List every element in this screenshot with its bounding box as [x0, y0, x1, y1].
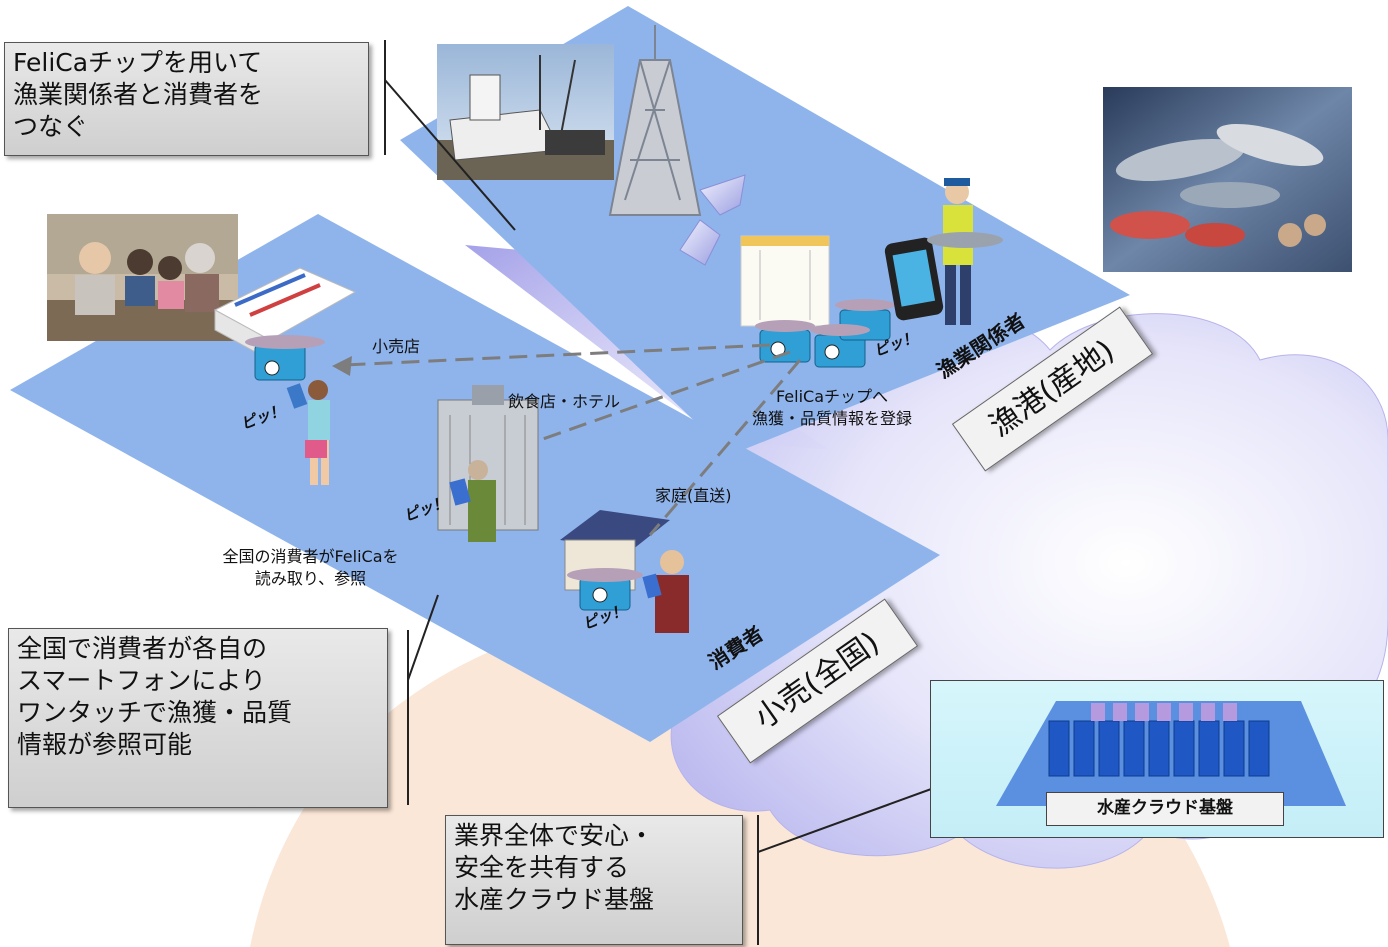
fish-crates-icon [755, 299, 895, 368]
home-consumer-icon [642, 550, 689, 633]
fisherman-icon [927, 178, 1003, 325]
fish-market-icon [740, 235, 830, 327]
callout-leaders [384, 40, 946, 945]
fresh-fish-photo [1103, 87, 1352, 272]
smartphone-icon [884, 237, 944, 321]
callout-platform: 業界全体で安心・ 安全を共有する 水産クラウド基盤 [445, 815, 743, 945]
register-label: FeliCaチップへ 漁獲・品質情報を登録 [751, 387, 912, 428]
server-rack-icon [996, 701, 1346, 806]
elderly-man-icon [449, 460, 496, 542]
consumer-read-label: 全国の消費者がFeliCaを 読み取り、参照 [222, 547, 399, 588]
sync-arrows-icon [679, 174, 746, 266]
house-icon [560, 510, 670, 611]
cloud-platform-label: 水産クラウド基盤 [1046, 792, 1284, 826]
fishing-port-photo [437, 44, 614, 180]
callout-connect: FeliCaチップを用いて 漁業関係者と消費者を つなぐ [4, 42, 369, 156]
shop-label: 小売店 [372, 337, 421, 356]
radio-tower-icon [608, 25, 702, 216]
family-photo [47, 214, 238, 341]
home-label: 家庭(直送) [655, 486, 732, 505]
callout-consumers: 全国で消費者が各自の スマートフォンにより ワンタッチで漁獲・品質 情報が参照可… [8, 628, 388, 808]
supermarket-icon [213, 267, 357, 381]
restaurant-label: 飲食店・ホテル [508, 392, 621, 411]
shop-arrowhead [332, 356, 352, 376]
shopper-icon [286, 380, 330, 485]
flow-lines [344, 343, 802, 536]
